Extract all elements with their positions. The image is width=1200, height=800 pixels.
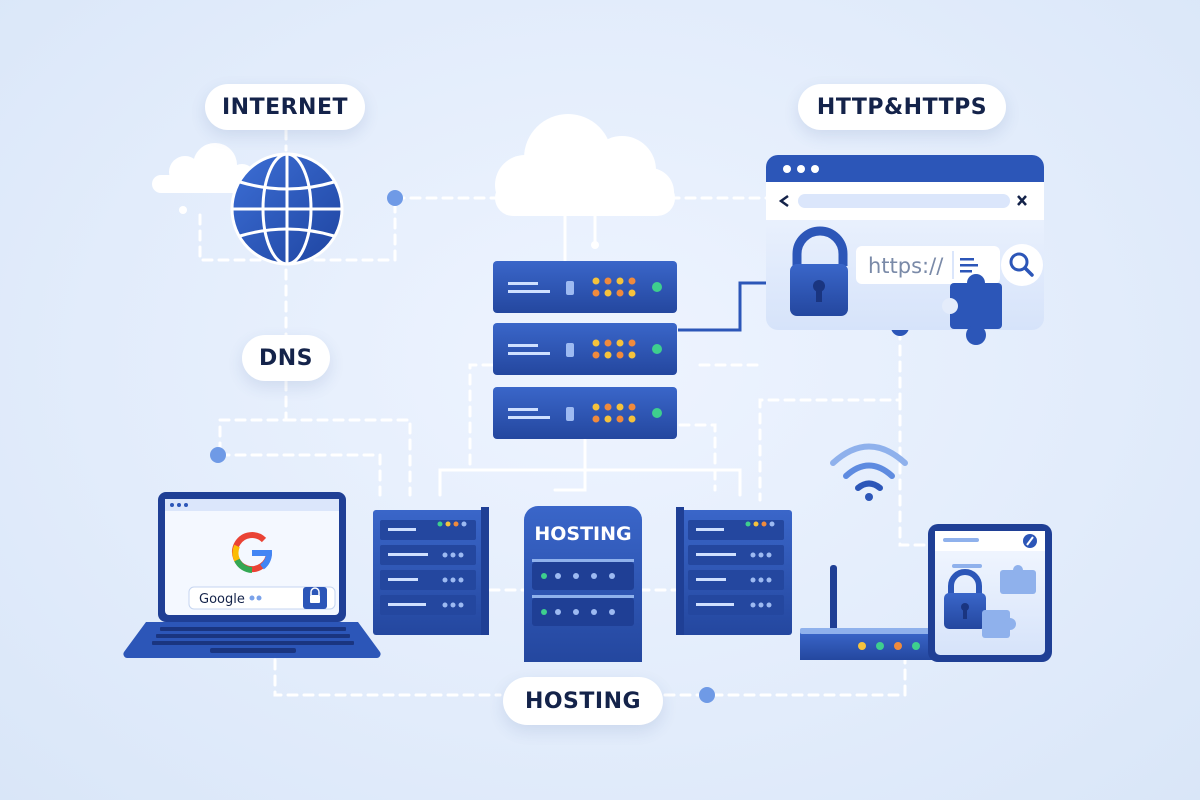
puzzle-icon — [982, 565, 1036, 638]
hosting-label: HOSTING — [503, 677, 663, 725]
magnifier-icon — [1001, 244, 1043, 286]
hosting-server-label: HOSTING — [534, 523, 631, 545]
search-box — [188, 586, 336, 610]
address-bar — [798, 194, 1010, 208]
server-unit — [493, 261, 677, 313]
padlock-icon — [790, 226, 848, 316]
blue-cable — [678, 281, 770, 332]
close-icon — [1017, 195, 1027, 206]
google-logo — [232, 532, 272, 573]
url-text: https:// — [868, 254, 944, 278]
http-https-label: HTTP&HTTPS — [798, 84, 1006, 130]
padlock-icon — [944, 569, 986, 629]
cable-lines — [438, 213, 742, 497]
back-icon — [778, 194, 789, 208]
laptop-icon: Google — [123, 492, 381, 659]
browser-window: https:// — [766, 155, 1044, 345]
url-field — [856, 246, 1000, 284]
router-icon — [800, 565, 945, 660]
hosting-server-icon: HOSTING — [524, 506, 642, 662]
server-unit — [493, 323, 677, 375]
internet-label: INTERNET — [205, 84, 365, 130]
connector-lines — [198, 128, 932, 697]
server-unit — [493, 387, 677, 439]
puzzle-icon — [942, 274, 1002, 345]
dns-label: DNS — [242, 335, 330, 381]
server-rack-icon — [373, 507, 489, 635]
globe-icon — [230, 152, 344, 266]
search-text: Google — [199, 592, 245, 607]
wifi-icon — [830, 443, 908, 501]
server-rack-icon — [676, 507, 792, 635]
server-rack-icon — [493, 261, 677, 439]
tablet-icon — [928, 524, 1052, 662]
cloud-icon — [495, 114, 675, 216]
